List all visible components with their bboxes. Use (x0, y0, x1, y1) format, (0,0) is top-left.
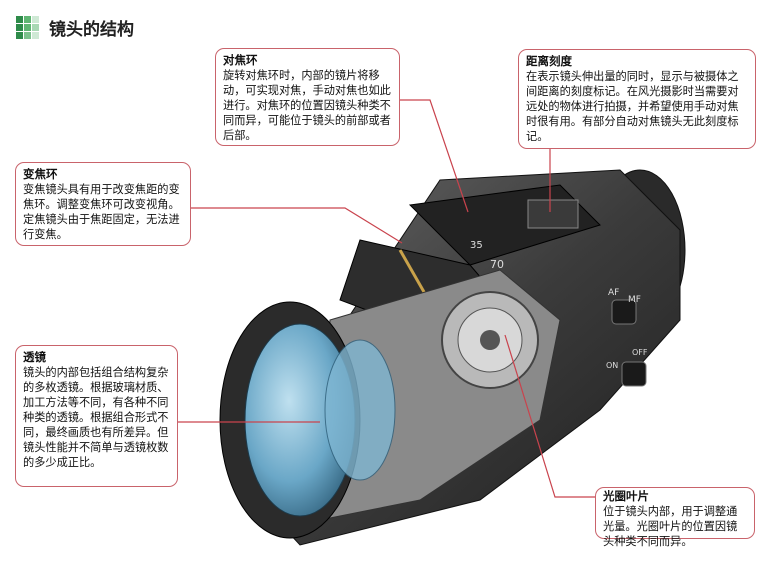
callout-heading: 光圈叶片 (603, 489, 649, 503)
callout-body: 在表示镜头伸出量的同时，显示与被摄体之间距离的刻度标记。在风光摄影时当需要对远处… (526, 70, 739, 143)
leader-aperture (504, 334, 595, 498)
callout-aperture-blades: 光圈叶片 位于镜头内部，用于调整通光量。光圈叶片的位置因镜头种类不同而异。 (595, 487, 755, 548)
inner-lens-glass (324, 339, 396, 481)
zoom-35-marking: 35 (470, 240, 483, 251)
callout-heading: 对焦环 (223, 53, 258, 67)
page-title: 镜头的结构 (16, 15, 134, 40)
callout-lens-elements: 透镜 镜头的内部包括组合结构复杂的多枚透镜。根据玻璃材质、加工方法等不同，有各种… (15, 345, 178, 487)
callout-heading: 透镜 (23, 350, 46, 364)
callout-zoom-ring: 变焦环 变焦镜头具有用于改变焦距的变焦环。调整变焦环可改变视角。定焦镜头由于焦距… (15, 162, 191, 246)
off-marking: OFF (632, 348, 648, 357)
callout-heading: 距离刻度 (526, 54, 572, 68)
mf-marking: MF (628, 295, 641, 305)
stabilizer-switch (621, 361, 647, 387)
aperture-opening (480, 330, 500, 350)
af-mf-switch (611, 299, 637, 325)
af-marking: AF (608, 288, 619, 298)
leader-zoom-ring (190, 207, 403, 244)
on-marking: ON (606, 361, 618, 370)
callout-body: 镜头的内部包括组合结构复杂的多枚透镜。根据玻璃材质、加工方法等不同，有各种不同种… (23, 366, 169, 469)
title-text: 镜头的结构 (49, 20, 134, 40)
callout-focus-ring: 对焦环 旋转对焦环时，内部的镜片将移动，可实现对焦，手动对焦也如此进行。对焦环的… (215, 48, 400, 146)
callout-distance-scale: 距离刻度 在表示镜头伸出量的同时，显示与被摄体之间距离的刻度标记。在风光摄影时当… (518, 49, 756, 149)
callout-body: 变焦镜头具有用于改变焦距的变焦环。调整变焦环可改变视角。定焦镜头由于焦距固定，无… (23, 183, 180, 241)
distance-scale-window (527, 199, 579, 229)
logo-grid-icon (16, 16, 39, 39)
callout-body: 旋转对焦环时，内部的镜片将移动，可实现对焦，手动对焦也如此进行。对焦环的位置因镜… (223, 69, 391, 142)
callout-body: 位于镜头内部，用于调整通光量。光圈叶片的位置因镜头种类不同而异。 (603, 505, 738, 548)
leader-focus-ring (400, 99, 469, 213)
zoom-70-marking: 70 (490, 258, 504, 271)
callout-heading: 变焦环 (23, 167, 58, 181)
